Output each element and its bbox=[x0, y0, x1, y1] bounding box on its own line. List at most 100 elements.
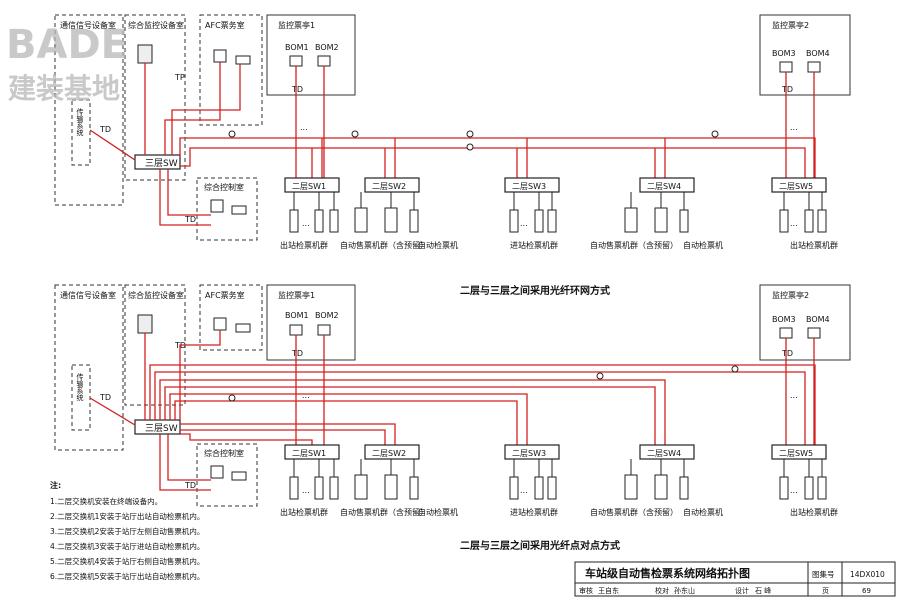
room-label-afc: AFC票务室 bbox=[205, 20, 245, 30]
notes-block: 注: 1.二层交换机安装在终端设备内。 2.二层交换机1安装于站厅出站自动检票机… bbox=[50, 480, 204, 581]
l2-switch-3-box bbox=[504, 444, 560, 460]
l2-switch-5-box bbox=[771, 177, 827, 193]
top-diagram: 通信信号设备室 综合监控设备室 AFC票务室 监控票亭1 监控票亭2 综合控制室… bbox=[54, 14, 851, 297]
gate-icon bbox=[679, 209, 689, 233]
review-name: 王自东 bbox=[598, 586, 619, 595]
ellipsis-label: ... bbox=[300, 123, 308, 132]
core-switch-box bbox=[134, 419, 181, 435]
gate-icon bbox=[509, 209, 519, 233]
bom2-label: BOM2 bbox=[315, 43, 339, 52]
l2-switch-row: 二层SW1 二层SW2 二层SW3 二层SW4 二层SW5 bbox=[284, 444, 827, 460]
office2-box bbox=[759, 14, 851, 96]
p2p-line bbox=[180, 423, 396, 445]
afc-terminal-icon bbox=[213, 49, 227, 63]
l2-switch-5-label: 二层SW5 bbox=[779, 182, 813, 191]
afc-room-box bbox=[199, 284, 263, 351]
l2-switch-3-label: 二层SW3 bbox=[512, 449, 546, 458]
gate-icon bbox=[289, 476, 299, 500]
bom1-label: BOM1 bbox=[285, 43, 309, 52]
fiber-marker-icon bbox=[596, 372, 604, 380]
l2-switch-2-label: 二层SW2 bbox=[372, 449, 406, 458]
l2-switch-3-label: 二层SW3 bbox=[512, 182, 546, 191]
l2-switch-row: 二层SW1 二层SW2 二层SW3 二层SW4 二层SW5 bbox=[284, 177, 827, 193]
room-link-lines bbox=[89, 62, 241, 161]
ellipsis-label: ... bbox=[520, 219, 528, 228]
terminal-link-lines bbox=[293, 192, 823, 210]
ellipsis-label: ... bbox=[790, 391, 798, 400]
room-label-afc: AFC票务室 bbox=[205, 290, 245, 300]
gate-icon bbox=[509, 476, 519, 500]
td-label: TD bbox=[781, 349, 793, 358]
td-label: TD bbox=[291, 349, 303, 358]
bom2-terminal-icon bbox=[317, 55, 331, 67]
bom4-label: BOM4 bbox=[806, 315, 830, 324]
l2-switch-2-box bbox=[364, 444, 420, 460]
room-label-monitor: 综合监控设备室 bbox=[128, 20, 184, 30]
ellipsis-label: ... bbox=[790, 123, 798, 132]
gate-icon bbox=[289, 209, 299, 233]
p2p-line bbox=[149, 364, 816, 445]
top-terminals: ... ... ... ... ... bbox=[289, 123, 827, 233]
notes-title: 注: bbox=[50, 480, 61, 490]
office1-box bbox=[266, 14, 356, 96]
control-terminal-icon bbox=[210, 199, 224, 213]
ring-line bbox=[179, 137, 816, 178]
fiber-marker-icon bbox=[466, 130, 474, 138]
page-label: 页 bbox=[822, 587, 829, 595]
atlas-label: 图集号 bbox=[812, 569, 835, 579]
fiber-marker-icon bbox=[351, 130, 359, 138]
control-room-box bbox=[196, 443, 258, 507]
l2-switch-2-box bbox=[364, 177, 420, 193]
bom4-terminal-icon bbox=[807, 327, 821, 339]
bom4-label: BOM4 bbox=[806, 49, 830, 58]
td-label: TD bbox=[99, 393, 111, 402]
ticket-machine-icon bbox=[384, 207, 398, 233]
server-icon bbox=[137, 44, 153, 64]
fiber-marker-icon bbox=[466, 143, 474, 151]
group-label: 自动售票机群（含预留） bbox=[590, 240, 678, 250]
bom4-terminal-icon bbox=[807, 61, 821, 73]
gate-icon bbox=[534, 209, 544, 233]
afc-room-box bbox=[199, 14, 263, 126]
ellipsis-label: ... bbox=[302, 391, 310, 400]
bom3-terminal-icon bbox=[779, 327, 793, 339]
diagram-caption: 二层与三层之间采用光纤点对点方式 bbox=[460, 539, 620, 552]
gate-icon bbox=[314, 209, 324, 233]
td-label: TD bbox=[781, 85, 793, 94]
room-label-monitor: 综合监控设备室 bbox=[128, 290, 184, 300]
p2p-line bbox=[174, 400, 518, 445]
l2-switch-1-box bbox=[284, 444, 340, 460]
ticket-machine-icon bbox=[384, 474, 398, 500]
design-name: 石 峰 bbox=[755, 586, 771, 595]
gate-icon bbox=[329, 476, 339, 500]
ticket-machine-icon bbox=[354, 207, 368, 233]
title-block: 车站级自动售检票系统网络拓扑图 图集号 14DX010 审核 王自东 校对 孙东… bbox=[574, 561, 896, 597]
afc-printer-icon bbox=[235, 323, 251, 333]
note-item: 3.二层交换机2安装于站厅左侧自动售票机内。 bbox=[50, 526, 204, 536]
atlas-number: 14DX010 bbox=[850, 570, 885, 579]
bom-link-lines bbox=[295, 66, 815, 178]
l2-switch-5-label: 二层SW5 bbox=[779, 449, 813, 458]
office2-box bbox=[759, 284, 851, 361]
ellipsis-label: ... bbox=[520, 486, 528, 495]
gate-icon bbox=[804, 209, 814, 233]
control-printer-icon bbox=[231, 205, 247, 215]
ticket-machine-icon bbox=[624, 474, 638, 500]
diagram-caption: 二层与三层之间采用光纤环网方式 bbox=[460, 284, 610, 297]
room-label-comm: 通信信号设备室 bbox=[60, 290, 116, 300]
gate-icon bbox=[804, 476, 814, 500]
control-terminal-icon bbox=[210, 465, 224, 479]
gate-icon bbox=[329, 209, 339, 233]
group-label: 出站检票机群 bbox=[790, 507, 838, 517]
group-label: 自动检票机 bbox=[683, 240, 723, 250]
bottom-terminals: ... ... ... ... ... bbox=[289, 391, 827, 500]
watermark-subtext: 建装基地 bbox=[8, 72, 120, 105]
fiber-marker-icon bbox=[711, 130, 719, 138]
bom3-label: BOM3 bbox=[772, 315, 796, 324]
note-item: 5.二层交换机4安装于站厅右侧自动售票机内。 bbox=[50, 556, 204, 566]
office1-box bbox=[266, 284, 356, 361]
transmission-box bbox=[71, 364, 91, 431]
core-switch-box bbox=[134, 154, 181, 170]
terminal-link-lines bbox=[293, 459, 823, 477]
